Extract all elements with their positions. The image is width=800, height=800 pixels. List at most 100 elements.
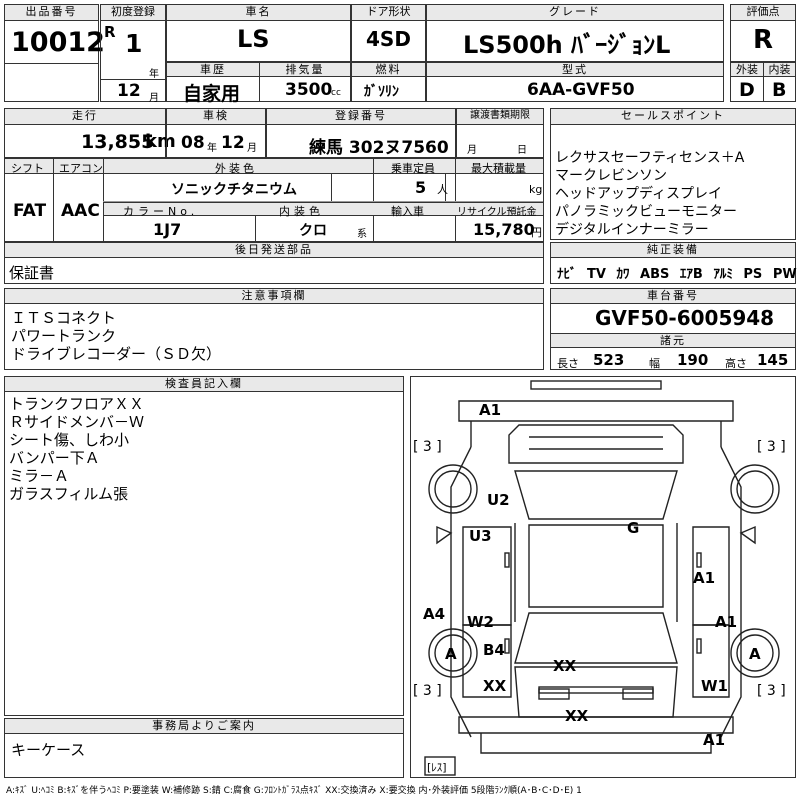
reg-year: 1 [125, 29, 143, 58]
inspector-line: ミラ－Ａ [9, 467, 70, 485]
capacity-header: 乗車定員 [391, 162, 435, 175]
aircon: AAC [61, 201, 100, 221]
grade-header: グレード [427, 5, 723, 21]
genuine-header: 純正装備 [551, 243, 795, 258]
rating-header: 評価点 [731, 5, 795, 21]
displacement-header: 排気量 [260, 63, 350, 77]
office-note: キーケース [11, 741, 86, 759]
note-line: パワートランク [11, 327, 117, 345]
damage-legend: A:ｷｽﾞ U:ﾍｺﾐ B:ｷｽﾞを伴うﾍｺﾐ P:要塗装 W:補修跡 S:錆 … [6, 786, 582, 796]
door-type: 4SD [366, 27, 411, 51]
tire-rear-left: [ 3 ] [413, 439, 442, 455]
car-name: LS [237, 25, 270, 53]
car-diagram: [ 3 ] [ 3 ] [ 3 ] [ 3 ] [ﾚｽ] A1 U2 G U3 … [410, 376, 796, 778]
genuine-equipment: ﾅﾋﾞ TV ｶﾜ ABS ｴｱB ｱﾙﾐ PS PW [557, 263, 797, 282]
inspector-box: 検査員記入欄 トランクフロアＸＸ Ｒサイドメンバ－Ｗ シート傷、しわ小 バンパー… [4, 376, 404, 716]
damage-mark: U2 [487, 491, 510, 509]
recycle-fee: 15,780 [473, 220, 535, 239]
fuel-header: 燃料 [352, 63, 425, 77]
damage-mark: A1 [693, 569, 716, 587]
aircon-header: エアコン [59, 162, 103, 175]
color-header: 外装色 [215, 162, 257, 175]
damage-mark: B4 [483, 641, 505, 659]
lot-number: 10012 [11, 27, 105, 58]
reg-number-header: 登録番号 [267, 109, 455, 125]
width-value: 190 [677, 351, 709, 369]
inspection-year-unit: 年 [207, 143, 217, 154]
car-name-header: 車名 [167, 5, 350, 21]
first-registration-header: 初度登録 [101, 5, 165, 21]
reg-number-box: 登録番号 練馬 302ヌ7560 [266, 108, 456, 158]
lot-number-box: 出品番号 10012 [4, 4, 105, 102]
history-header: 車歴 [167, 63, 259, 77]
tire-rear-right: [ 3 ] [757, 439, 786, 455]
damage-mark: A1 [715, 613, 738, 631]
inspector-line: バンパー下Ａ [9, 449, 100, 467]
mileage: 13,855 [81, 131, 155, 153]
damage-mark: W2 [467, 613, 494, 631]
equip-leather: ｶﾜ [616, 267, 630, 282]
inspector-line: Ｒサイドメンバ－Ｗ [9, 413, 145, 431]
mileage-header: 走行 [5, 109, 165, 125]
inspector-header: 検査員記入欄 [5, 377, 403, 392]
later-parts: 保証書 [9, 264, 55, 282]
ext-int-box: 外装 内装 D B [730, 62, 796, 102]
shift: FAT [13, 201, 47, 221]
note-line: ドライブレコーダー（ＳＤ欠） [11, 345, 222, 363]
length-label: 長さ [557, 357, 579, 370]
capacity: 5 [415, 178, 427, 197]
damage-mark: A1 [479, 401, 502, 419]
door-header: ドア形状 [352, 5, 425, 21]
fuel-box: 燃料 ｶﾞｿﾘﾝ [351, 62, 426, 102]
damage-mark: XX [553, 657, 577, 675]
grade-box: グレード LS500h ﾊﾞｰｼﾞｮﾝL [426, 4, 724, 62]
model-box: 型式 6AA-GVF50 [426, 62, 724, 102]
interior-color-suffix: 系 [357, 229, 367, 240]
inspector-line: ガラスフィルム張 [9, 485, 129, 503]
transfer-month: 月 [467, 145, 477, 156]
lot-number-header: 出品番号 [5, 5, 98, 21]
capacity-unit: 人 [437, 183, 448, 196]
sales-points-list: レクサスセーフティセンス＋A マークレビンソン ヘッドアップディスプレイ パノラ… [555, 149, 744, 239]
model-code: 6AA-GVF50 [527, 80, 635, 100]
sales-point: ヘッドアップディスプレイ [555, 186, 723, 202]
equip-abs: ABS [640, 267, 670, 282]
office-box: 事務局よりご案内 キーケース [4, 718, 404, 778]
history-box: 車歴 排気量 自家用 3500 cc [166, 62, 351, 105]
exterior-header: 外装 [731, 63, 763, 77]
damage-mark: XX [565, 707, 589, 725]
length-value: 523 [593, 351, 625, 369]
color-number: 1J7 [153, 220, 182, 239]
door-box: ドア形状 4SD [351, 4, 426, 62]
year-unit: 年 [149, 69, 159, 80]
displacement: 3500 [285, 80, 333, 100]
sales-points-header: セールスポイント [551, 109, 795, 125]
genuine-box: 純正装備 ﾅﾋﾞ TV ｶﾜ ABS ｴｱB ｱﾙﾐ PS PW [550, 242, 797, 284]
inspection-year: 08 [181, 133, 205, 153]
inspection-month-unit: 月 [247, 143, 257, 154]
reg-month: 12 [117, 81, 141, 101]
transfer-day: 日 [517, 145, 527, 156]
damage-mark: U3 [469, 527, 492, 545]
interior-grade: B [772, 79, 787, 101]
era: R [104, 23, 116, 41]
interior-header: 内装 [764, 63, 795, 77]
sales-point: レクサスセーフティセンス＋A [555, 150, 745, 166]
later-parts-box: 後日発送部品 保証書 [4, 242, 544, 284]
max-load-unit: kg [529, 183, 543, 196]
inspection-box: 車検 08 年 12 月 [166, 108, 266, 158]
chassis-box: 車台番号 GVF50-6005948 諸元 長さ 523 幅 190 高さ 14… [550, 288, 796, 370]
specs-box: シフト エアコン 外装色 乗車定員 最大積載量 FAT AAC ソニックチタニウ… [4, 158, 544, 242]
damage-mark: A1 [703, 731, 726, 749]
mileage-box: 走行 13,855 km [4, 108, 176, 158]
color-no-header: カラーNo. [123, 205, 199, 218]
notes-box: 注意事項欄 ＩＴＳコネクト パワートランク ドライブレコーダー（ＳＤ欠） [4, 288, 544, 370]
width-label: 幅 [649, 357, 660, 370]
spare-tire-label: [ﾚｽ] [427, 761, 447, 774]
sales-points-box: セールスポイント レクサスセーフティセンス＋A マークレビンソン ヘッドアップデ… [550, 108, 796, 240]
dims-header: 諸元 [551, 333, 795, 348]
later-parts-header: 後日発送部品 [5, 243, 543, 258]
car-name-box: 車名 LS [166, 4, 351, 62]
inspector-line: シート傷、しわ小 [9, 431, 130, 449]
damage-mark: XX [483, 677, 507, 695]
